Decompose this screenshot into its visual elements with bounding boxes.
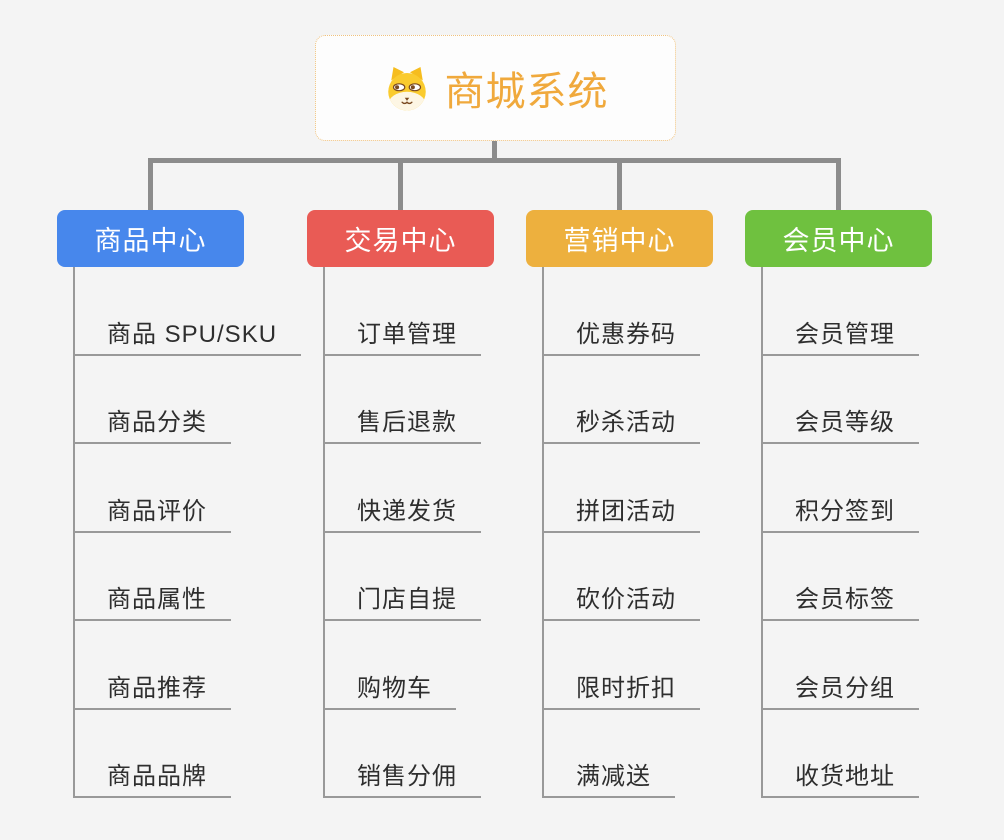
branch-item-node[interactable]: 商品 SPU/SKU bbox=[75, 267, 302, 356]
branch-node[interactable]: 会员中心 bbox=[745, 210, 932, 267]
branch-column-2: 交易中心订单管理售后退款快递发货门店自提购物车销售分佣 bbox=[307, 210, 527, 798]
branch-item-node[interactable]: 订单管理 bbox=[325, 267, 481, 356]
branch-item-node[interactable]: 满减送 bbox=[544, 710, 675, 798]
connector-horizontal bbox=[148, 158, 841, 163]
branch-item-node[interactable]: 快递发货 bbox=[325, 444, 481, 533]
branch-item-node[interactable]: 会员分组 bbox=[763, 621, 919, 710]
branch-item-node[interactable]: 商品分类 bbox=[75, 356, 231, 444]
branch-node[interactable]: 营销中心 bbox=[526, 210, 713, 267]
branch-column-3: 营销中心优惠券码秒杀活动拼团活动砍价活动限时折扣满减送 bbox=[526, 210, 746, 798]
branch-item-list: 优惠券码秒杀活动拼团活动砍价活动限时折扣满减送 bbox=[542, 267, 746, 798]
branch-item-node[interactable]: 商品推荐 bbox=[75, 621, 231, 710]
branch-item-node[interactable]: 拼团活动 bbox=[544, 444, 700, 533]
branch-item-node[interactable]: 积分签到 bbox=[763, 444, 919, 533]
connector-stub-branch-3 bbox=[617, 160, 622, 210]
connector-root-stub bbox=[492, 141, 497, 163]
branch-item-list: 会员管理会员等级积分签到会员标签会员分组收货地址 bbox=[761, 267, 965, 798]
branch-item-node[interactable]: 购物车 bbox=[325, 621, 456, 710]
root-title: 商城系统 bbox=[444, 70, 609, 114]
branch-item-node[interactable]: 会员管理 bbox=[763, 267, 919, 356]
branch-node[interactable]: 交易中心 bbox=[307, 210, 494, 267]
branch-item-node[interactable]: 会员标签 bbox=[763, 533, 919, 621]
connector-stub-branch-2 bbox=[398, 160, 403, 210]
connector-stub-branch-1 bbox=[148, 160, 153, 210]
connector-stub-branch-4 bbox=[836, 160, 841, 210]
branch-item-node[interactable]: 售后退款 bbox=[325, 356, 481, 444]
branch-column-4: 会员中心会员管理会员等级积分签到会员标签会员分组收货地址 bbox=[745, 210, 965, 798]
branch-item-node[interactable]: 商品属性 bbox=[75, 533, 231, 621]
branch-item-node[interactable]: 优惠券码 bbox=[544, 267, 700, 356]
root-node-mall-system[interactable]: 商城系统 bbox=[315, 35, 676, 141]
branch-item-node[interactable]: 秒杀活动 bbox=[544, 356, 700, 444]
branch-item-node[interactable]: 限时折扣 bbox=[544, 621, 700, 710]
branch-node[interactable]: 商品中心 bbox=[57, 210, 244, 267]
branch-item-node[interactable]: 销售分佣 bbox=[325, 710, 481, 798]
branch-item-node[interactable]: 会员等级 bbox=[763, 356, 919, 444]
branch-item-node[interactable]: 门店自提 bbox=[325, 533, 481, 621]
branch-item-list: 订单管理售后退款快递发货门店自提购物车销售分佣 bbox=[323, 267, 527, 798]
branch-item-node[interactable]: 商品品牌 bbox=[75, 710, 231, 798]
branch-item-node[interactable]: 收货地址 bbox=[763, 710, 919, 798]
dog-face-icon bbox=[387, 67, 426, 111]
branch-item-node[interactable]: 砍价活动 bbox=[544, 533, 700, 621]
branch-item-node[interactable]: 商品评价 bbox=[75, 444, 231, 533]
